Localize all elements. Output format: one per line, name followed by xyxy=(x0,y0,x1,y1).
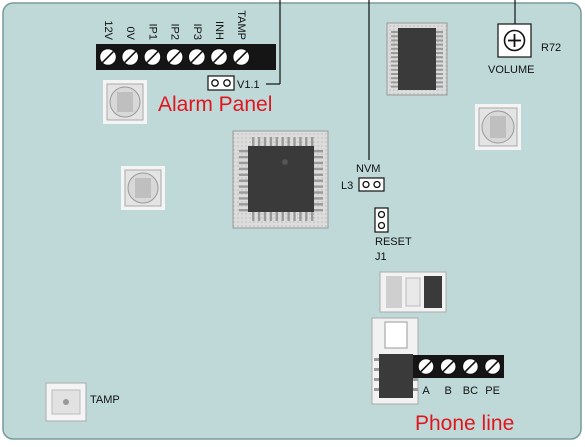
phone-terminal-label-pe: PE xyxy=(485,385,500,397)
terminal-label-inh: INH xyxy=(213,21,225,40)
phone-terminal-label-bc: BC xyxy=(463,385,478,397)
reset-label: RESET xyxy=(375,236,412,248)
terminal-label-ip1: IP1 xyxy=(146,23,158,40)
capacitor-left-mid xyxy=(121,166,165,210)
terminal-label-ip3: IP3 xyxy=(191,23,203,40)
tamp-switch-label: TAMP xyxy=(90,394,120,406)
v11-jumper xyxy=(207,75,235,91)
v11-label: V1.1 xyxy=(237,79,260,91)
nvm-jumper xyxy=(358,177,385,192)
line-interface-component xyxy=(371,317,419,405)
terminal-label-12v: 12V xyxy=(102,20,114,40)
capacitor-right xyxy=(475,104,521,150)
phone-terminal-screw-a xyxy=(417,357,435,376)
nvm-label: NVM xyxy=(356,163,380,175)
terminal-screw-ip2 xyxy=(165,47,184,67)
tamper-switch xyxy=(45,382,87,422)
terminal-screw-tamp xyxy=(231,47,251,67)
phone-terminal-label-a: A xyxy=(422,385,430,397)
terminal-label-tamp: TAMP xyxy=(235,10,247,40)
reset-jumper xyxy=(374,207,389,233)
terminal-label-ip2: IP2 xyxy=(169,23,181,40)
terminal-label-0v: 0V xyxy=(124,27,136,41)
phone-terminal-screw-bc xyxy=(461,357,480,376)
phone-terminal-label-b: B xyxy=(445,385,452,397)
relay-component xyxy=(379,271,447,313)
terminal-screw-0v xyxy=(120,47,140,67)
phone-line-terminal-block: A B BC PE xyxy=(413,355,504,397)
terminal-screw-inh xyxy=(209,47,229,67)
terminal-screw-ip3 xyxy=(187,47,207,67)
alarm-panel-callout: Alarm Panel xyxy=(158,93,272,116)
phone-terminal-screw-b xyxy=(439,357,457,376)
l3-label: L3 xyxy=(341,180,353,192)
soic-chip xyxy=(386,22,448,96)
leader-lines xyxy=(266,0,516,160)
phone-terminal-screw-pe xyxy=(483,357,502,376)
alarm-panel-terminal-block: 12V 0V IP1 IP2 IP3 INH TAMP xyxy=(96,10,276,70)
r72-label: R72 xyxy=(541,42,561,54)
terminal-screw-ip1 xyxy=(143,47,162,67)
volume-potentiometer xyxy=(497,23,532,58)
phone-line-callout: Phone line xyxy=(415,412,514,435)
terminal-screw-12v xyxy=(98,47,118,67)
capacitor-left-top xyxy=(103,80,147,124)
microcontroller-chip xyxy=(232,130,329,229)
volume-label: VOLUME xyxy=(488,64,534,76)
j1-label: J1 xyxy=(375,251,387,263)
